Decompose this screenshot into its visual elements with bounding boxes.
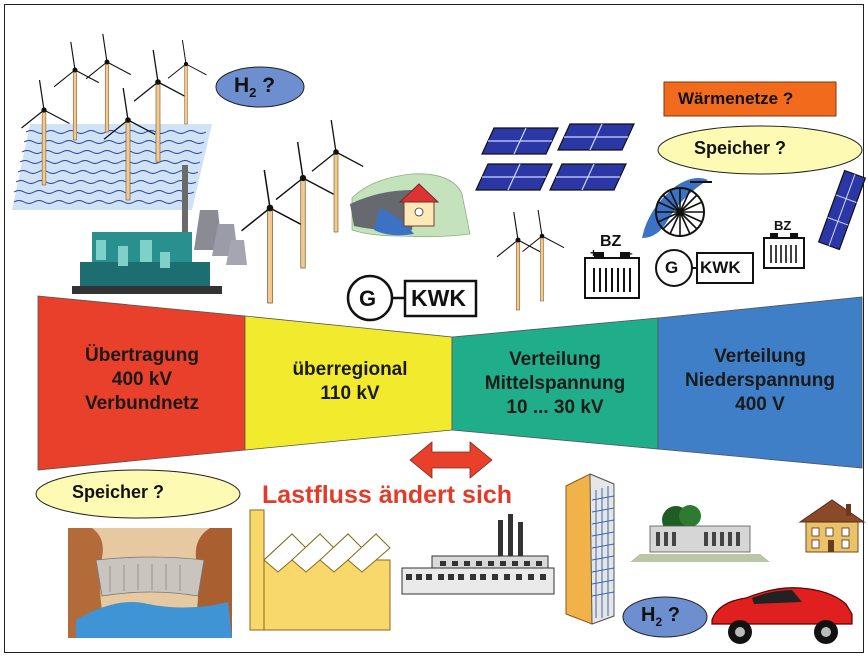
h2-top-label: H2 ? <box>234 74 275 100</box>
kwk-label-small: KWK <box>700 258 741 277</box>
battery-minus-sign: – <box>626 246 633 260</box>
industrial-building-icon <box>401 514 555 595</box>
h2-question: ? <box>662 604 680 626</box>
segment-regional-label: überregional 110 kV <box>250 358 450 406</box>
battery-fuel-cell-icon <box>584 233 805 299</box>
double-arrow-icon <box>409 441 493 479</box>
h2-symbol: H <box>641 604 656 626</box>
speicher-bubble-left <box>35 469 241 519</box>
bz-label-small: BZ <box>774 218 792 233</box>
hydro-dam-icon <box>68 528 232 638</box>
house-icon <box>798 499 866 553</box>
speicher-left-label: Speicher ? <box>72 482 165 502</box>
generator-g-label-small: G <box>665 258 679 277</box>
bz-label: BZ <box>600 233 622 250</box>
segment-line: Mittelspannung <box>484 373 626 394</box>
kwk-label: KWK <box>411 285 466 311</box>
h2-bottom-label: H2 ? <box>641 604 680 629</box>
solar-panel-icon <box>475 123 867 251</box>
segment-low-voltage-label: Verteilung Niederspannung 400 V <box>660 345 860 417</box>
lastfluss-caption: Lastfluss ändert sich <box>262 481 513 509</box>
speicher-bubble-top <box>657 125 863 175</box>
h2-question: ? <box>256 74 276 97</box>
voltage-band <box>37 295 863 471</box>
factory-icon <box>249 509 391 631</box>
water-wheel-icon <box>642 178 712 238</box>
battery-plus-sign: + <box>590 246 598 260</box>
office-campus-icon <box>630 505 770 562</box>
segment-line: Übertragung <box>85 345 199 366</box>
segment-line: Verbundnetz <box>84 393 199 414</box>
speicher-top-label: Speicher ? <box>694 138 787 158</box>
segment-line: 400 kV <box>111 369 173 390</box>
h2-bubble-bottom <box>622 596 708 638</box>
generator-g-label: G <box>359 286 377 311</box>
h2-subscript: 2 <box>249 85 257 101</box>
segment-line: Niederspannung <box>685 370 835 391</box>
segment-line: überregional <box>292 359 408 380</box>
h2-symbol: H <box>234 74 250 97</box>
segment-medium-voltage-label: Verteilung Mittelspannung 10 ... 30 kV <box>455 348 655 420</box>
h2-subscript: 2 <box>655 615 663 629</box>
segment-line: Verteilung <box>714 346 806 367</box>
generator-icon <box>346 249 754 322</box>
frame-border <box>4 4 864 653</box>
segment-low-voltage <box>657 296 863 469</box>
waermenetze-label: Wärmenetze ? <box>678 89 794 108</box>
segment-line: Verteilung <box>509 349 601 370</box>
segment-line: 110 kV <box>320 383 380 404</box>
h2-bubble-top <box>215 66 305 108</box>
power-plant-icon <box>72 165 247 294</box>
office-building-icon <box>565 473 615 625</box>
landscape-house-icon <box>350 173 471 238</box>
segment-line: 10 ... 30 kV <box>506 397 604 418</box>
offshore-wave-icon <box>12 124 212 210</box>
segment-line: 400 V <box>735 394 785 415</box>
waermenetze-box <box>663 81 837 117</box>
segment-transmission-label: Übertragung 400 kV Verbundnetz <box>42 344 242 416</box>
car-icon <box>711 587 853 644</box>
